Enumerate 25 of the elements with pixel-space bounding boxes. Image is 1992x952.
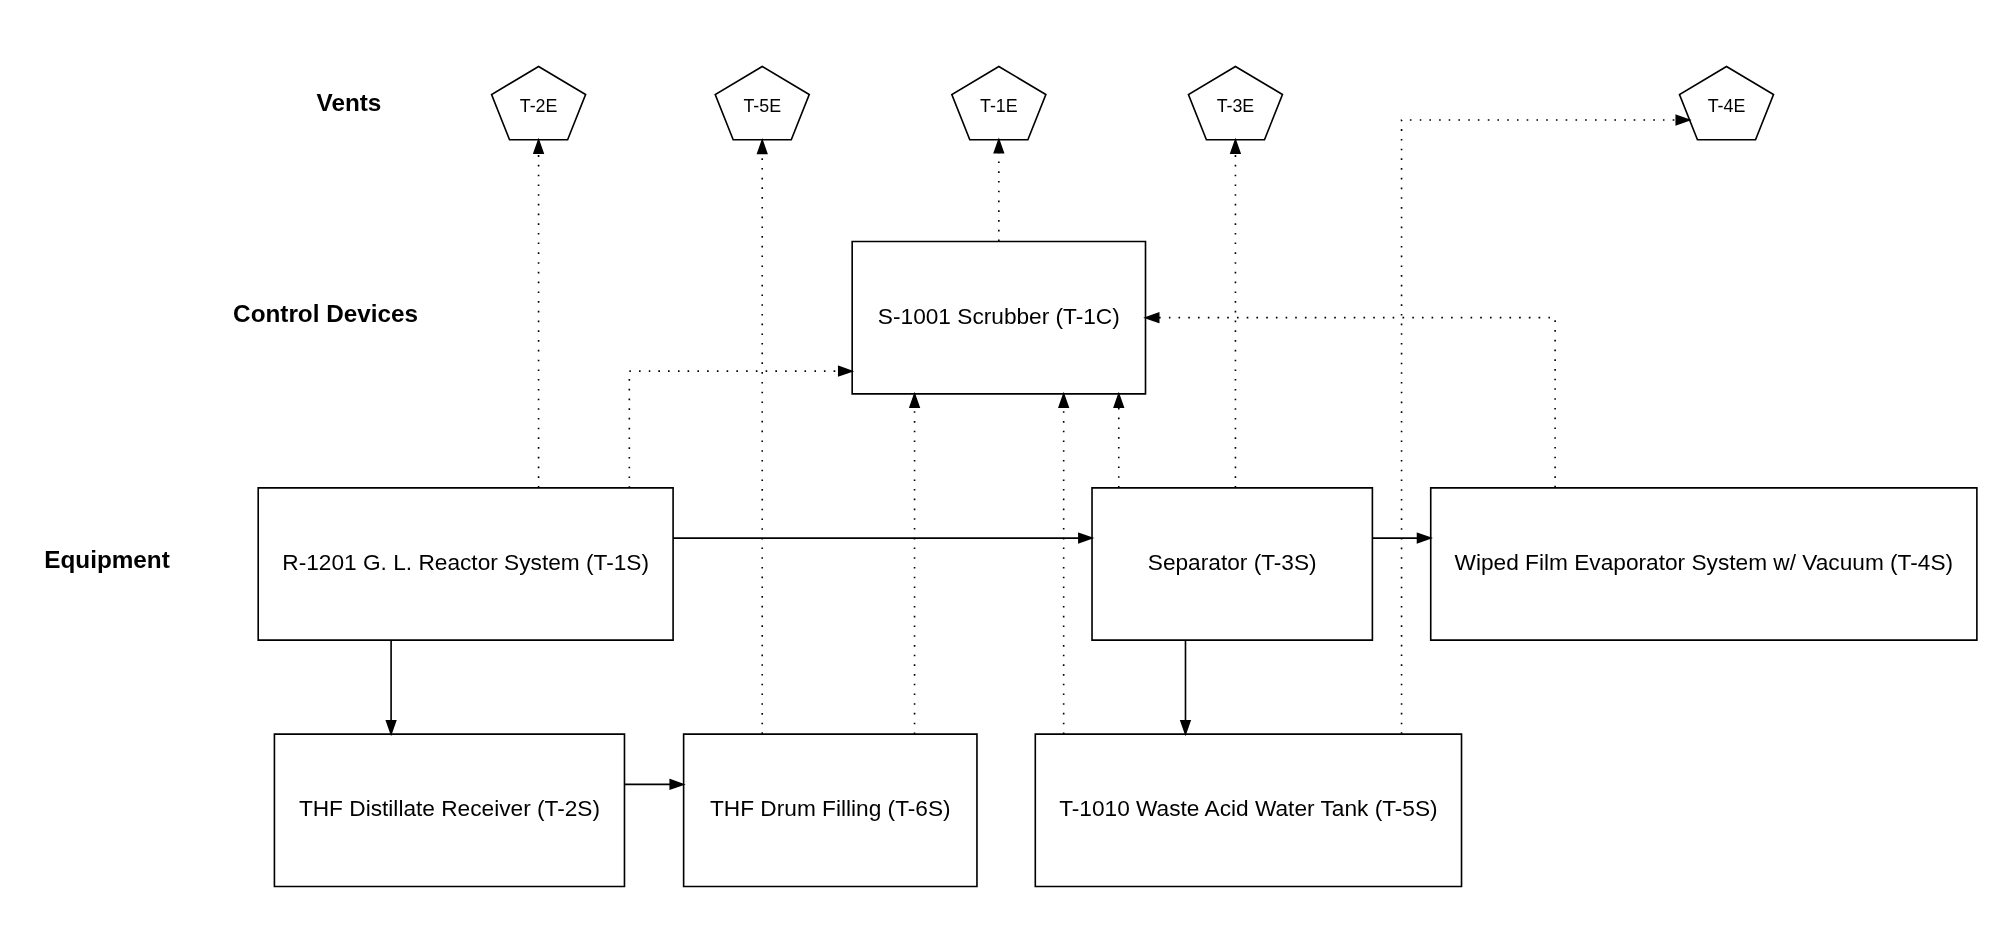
arrow xyxy=(1113,391,1125,488)
node-box: T-1010 Waste Acid Water Tank (T-5S) xyxy=(1034,732,1463,887)
label: Control Devices xyxy=(233,299,419,327)
arrow xyxy=(624,778,686,790)
arrow xyxy=(385,639,397,736)
arrow xyxy=(672,531,1095,544)
arrow xyxy=(993,136,1005,242)
arrow xyxy=(908,391,921,735)
arrow xyxy=(1143,311,1556,488)
arrow xyxy=(1400,113,1692,735)
node-box: THF Distillate Receiver (T-2S) xyxy=(273,732,626,887)
label: Equipment xyxy=(44,545,170,573)
arrow xyxy=(1371,531,1433,544)
node-box: Separator (T-3S) xyxy=(1091,486,1374,641)
arrow xyxy=(756,137,768,735)
arrow xyxy=(1179,639,1192,736)
arrow xyxy=(1057,391,1070,735)
arrow xyxy=(628,364,855,489)
node-box: THF Drum Filling (T-6S) xyxy=(682,732,978,887)
arrow xyxy=(532,137,545,488)
label: Vents xyxy=(316,88,382,116)
arrow xyxy=(1229,137,1242,488)
node-box: S-1001 Scrubber (T-1C) xyxy=(851,240,1147,395)
node-box: R-1201 G. L. Reactor System (T-1S) xyxy=(257,486,674,641)
node-box: Wiped Film Evaporator System w/ Vacuum (T-4S) xyxy=(1429,486,1978,641)
